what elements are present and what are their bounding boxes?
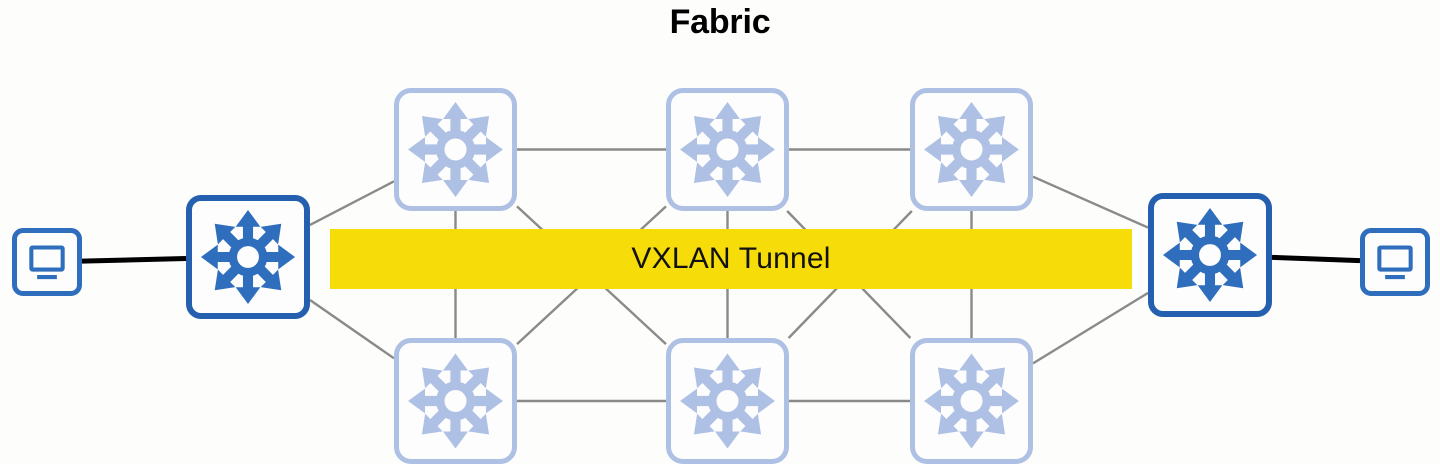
multilayer-switch-icon — [924, 353, 1019, 449]
node-spine-top-mid[interactable] — [666, 88, 789, 211]
link-spine-bottom-right-to-leaf-right — [1032, 291, 1149, 365]
multilayer-switch-icon — [408, 353, 503, 449]
node-spine-bottom-left[interactable] — [394, 338, 517, 464]
node-host-left[interactable] — [12, 228, 82, 296]
node-spine-top-left[interactable] — [394, 88, 517, 211]
link-host-left-to-leaf-left — [81, 256, 187, 264]
vxlan-tunnel-banner: VXLAN Tunnel — [330, 229, 1132, 289]
multilayer-switch-icon — [1162, 207, 1258, 303]
link-leaf-left-to-spine-top-left — [309, 180, 395, 226]
multilayer-switch-icon — [200, 209, 296, 305]
node-spine-bottom-right[interactable] — [910, 338, 1033, 464]
vxlan-tunnel-label: VXLAN Tunnel — [631, 242, 831, 275]
node-leaf-right[interactable] — [1148, 193, 1272, 317]
page-title: Fabric — [669, 3, 771, 41]
multilayer-switch-icon — [680, 102, 775, 197]
node-spine-top-right[interactable] — [910, 88, 1033, 211]
multilayer-switch-icon — [924, 102, 1019, 197]
node-leaf-left[interactable] — [186, 195, 310, 319]
multilayer-switch-icon — [680, 353, 775, 449]
link-spine-top-right-to-leaf-right — [1032, 175, 1149, 229]
computer-monitor-icon — [1377, 245, 1413, 280]
multilayer-switch-icon — [408, 102, 503, 197]
link-leaf-left-to-spine-bottom-left — [309, 299, 395, 360]
node-host-right[interactable] — [1360, 228, 1430, 296]
computer-monitor-icon — [29, 245, 65, 280]
node-spine-bottom-mid[interactable] — [666, 338, 789, 464]
link-leaf-right-to-host-right — [1271, 254, 1361, 264]
